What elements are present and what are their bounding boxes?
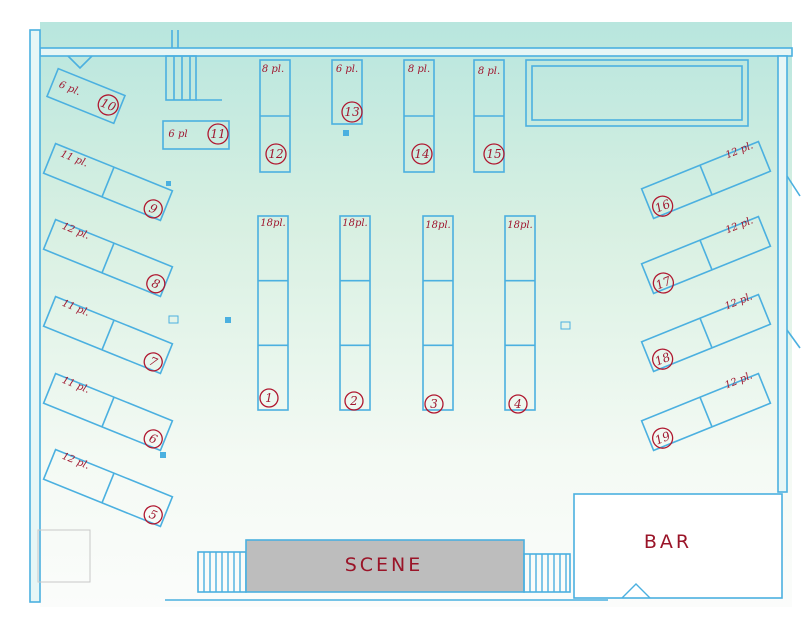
table-14: 8 pl. 14 — [403, 59, 435, 173]
table-1: 18pl. 1 — [257, 215, 289, 411]
table-12: 8 pl. 12 — [259, 59, 291, 173]
table-number-ring — [651, 427, 674, 449]
stage-platform — [245, 539, 525, 593]
table-number: 15 — [486, 147, 501, 161]
table-3: 18pl. 3 — [422, 215, 454, 414]
table-number: 14 — [414, 147, 429, 161]
walls — [29, 29, 801, 603]
table-seats: 8 pl. — [262, 64, 284, 75]
table-number-ring — [341, 101, 363, 123]
table-number-ring — [143, 429, 163, 449]
table-number-ring — [143, 199, 163, 219]
table-2: 18pl. 2 — [339, 215, 371, 411]
table-number-ring — [424, 394, 444, 414]
table-outline — [257, 215, 289, 411]
table-number-ring — [259, 388, 279, 408]
bar-area — [573, 493, 783, 599]
stage: SCENE — [197, 539, 571, 593]
top-right-alcove — [525, 59, 749, 127]
table-number: 19 — [653, 429, 673, 448]
bar: BAR — [573, 493, 783, 599]
table-seats: 6 pl. — [336, 64, 358, 75]
table-number-ring — [143, 352, 163, 372]
table-seats: 18pl. — [260, 218, 286, 229]
table-number-ring — [97, 94, 119, 116]
table-number-ring — [207, 123, 229, 145]
table-number: 4 — [513, 397, 522, 411]
table-seats: 8 pl. — [408, 64, 430, 75]
corner-box — [37, 529, 91, 583]
table-number: 2 — [349, 394, 358, 408]
table-15: 8 pl. 15 — [473, 59, 505, 173]
table-seats: 18pl. — [425, 220, 451, 231]
table-number-ring — [483, 143, 505, 165]
table-number: 17 — [654, 274, 674, 293]
table-outline — [504, 215, 536, 411]
stage-label: SCENE — [345, 554, 424, 576]
table-number-ring — [651, 348, 674, 370]
table-number-ring — [508, 394, 528, 414]
table-4: 18pl. 4 — [504, 215, 536, 414]
right-wall — [777, 55, 788, 493]
table-outline — [422, 215, 454, 411]
bar-label: BAR — [644, 531, 692, 553]
table-outline — [162, 120, 230, 150]
left-wall — [29, 29, 41, 603]
table-number: 18 — [653, 350, 673, 369]
table-number-ring — [344, 391, 364, 411]
table-seats: 18pl. — [507, 220, 533, 231]
top-left-stairs — [165, 55, 197, 101]
table-10: 6 pl.10 — [45, 67, 127, 125]
table-seats: 18pl. — [342, 218, 368, 229]
table-seats: 8 pl. — [478, 66, 500, 77]
table-number-ring — [411, 143, 433, 165]
table-number: 12 — [268, 147, 283, 161]
table-11: 6 pl 11 — [162, 120, 230, 150]
top-wall — [39, 47, 793, 57]
table-number: 13 — [344, 105, 360, 119]
table-number-ring — [651, 195, 674, 217]
table-number: 3 — [430, 397, 438, 411]
table-number: 16 — [653, 197, 673, 216]
table-number-ring — [265, 143, 287, 165]
table-outline — [331, 59, 363, 125]
table-number: 1 — [265, 391, 273, 405]
table-number: 11 — [210, 127, 225, 141]
table-number-ring — [143, 505, 163, 525]
table-number-ring — [652, 272, 675, 294]
stage-steps-right — [523, 553, 571, 593]
table-13: 6 pl. 13 — [331, 59, 363, 125]
fixtures — [160, 130, 571, 458]
table-number: 10 — [99, 96, 119, 115]
table-seats: 6 pl — [168, 129, 187, 140]
table-number-ring — [146, 274, 166, 294]
table-outline — [45, 67, 127, 125]
